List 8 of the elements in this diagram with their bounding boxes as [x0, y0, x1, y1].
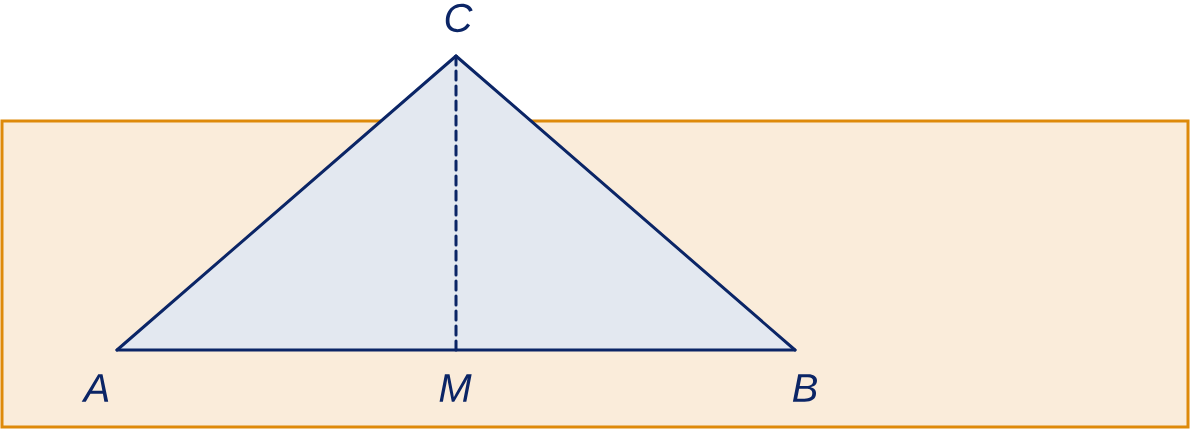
- line-segment: [115, 348, 797, 352]
- point-label: M: [439, 374, 472, 402]
- point-label: B: [792, 374, 817, 402]
- line-segment: [454, 54, 458, 352]
- point-label: A: [81, 374, 109, 402]
- line-segment: [115, 54, 458, 352]
- line-segment: [454, 54, 797, 352]
- point-label: C: [445, 3, 473, 33]
